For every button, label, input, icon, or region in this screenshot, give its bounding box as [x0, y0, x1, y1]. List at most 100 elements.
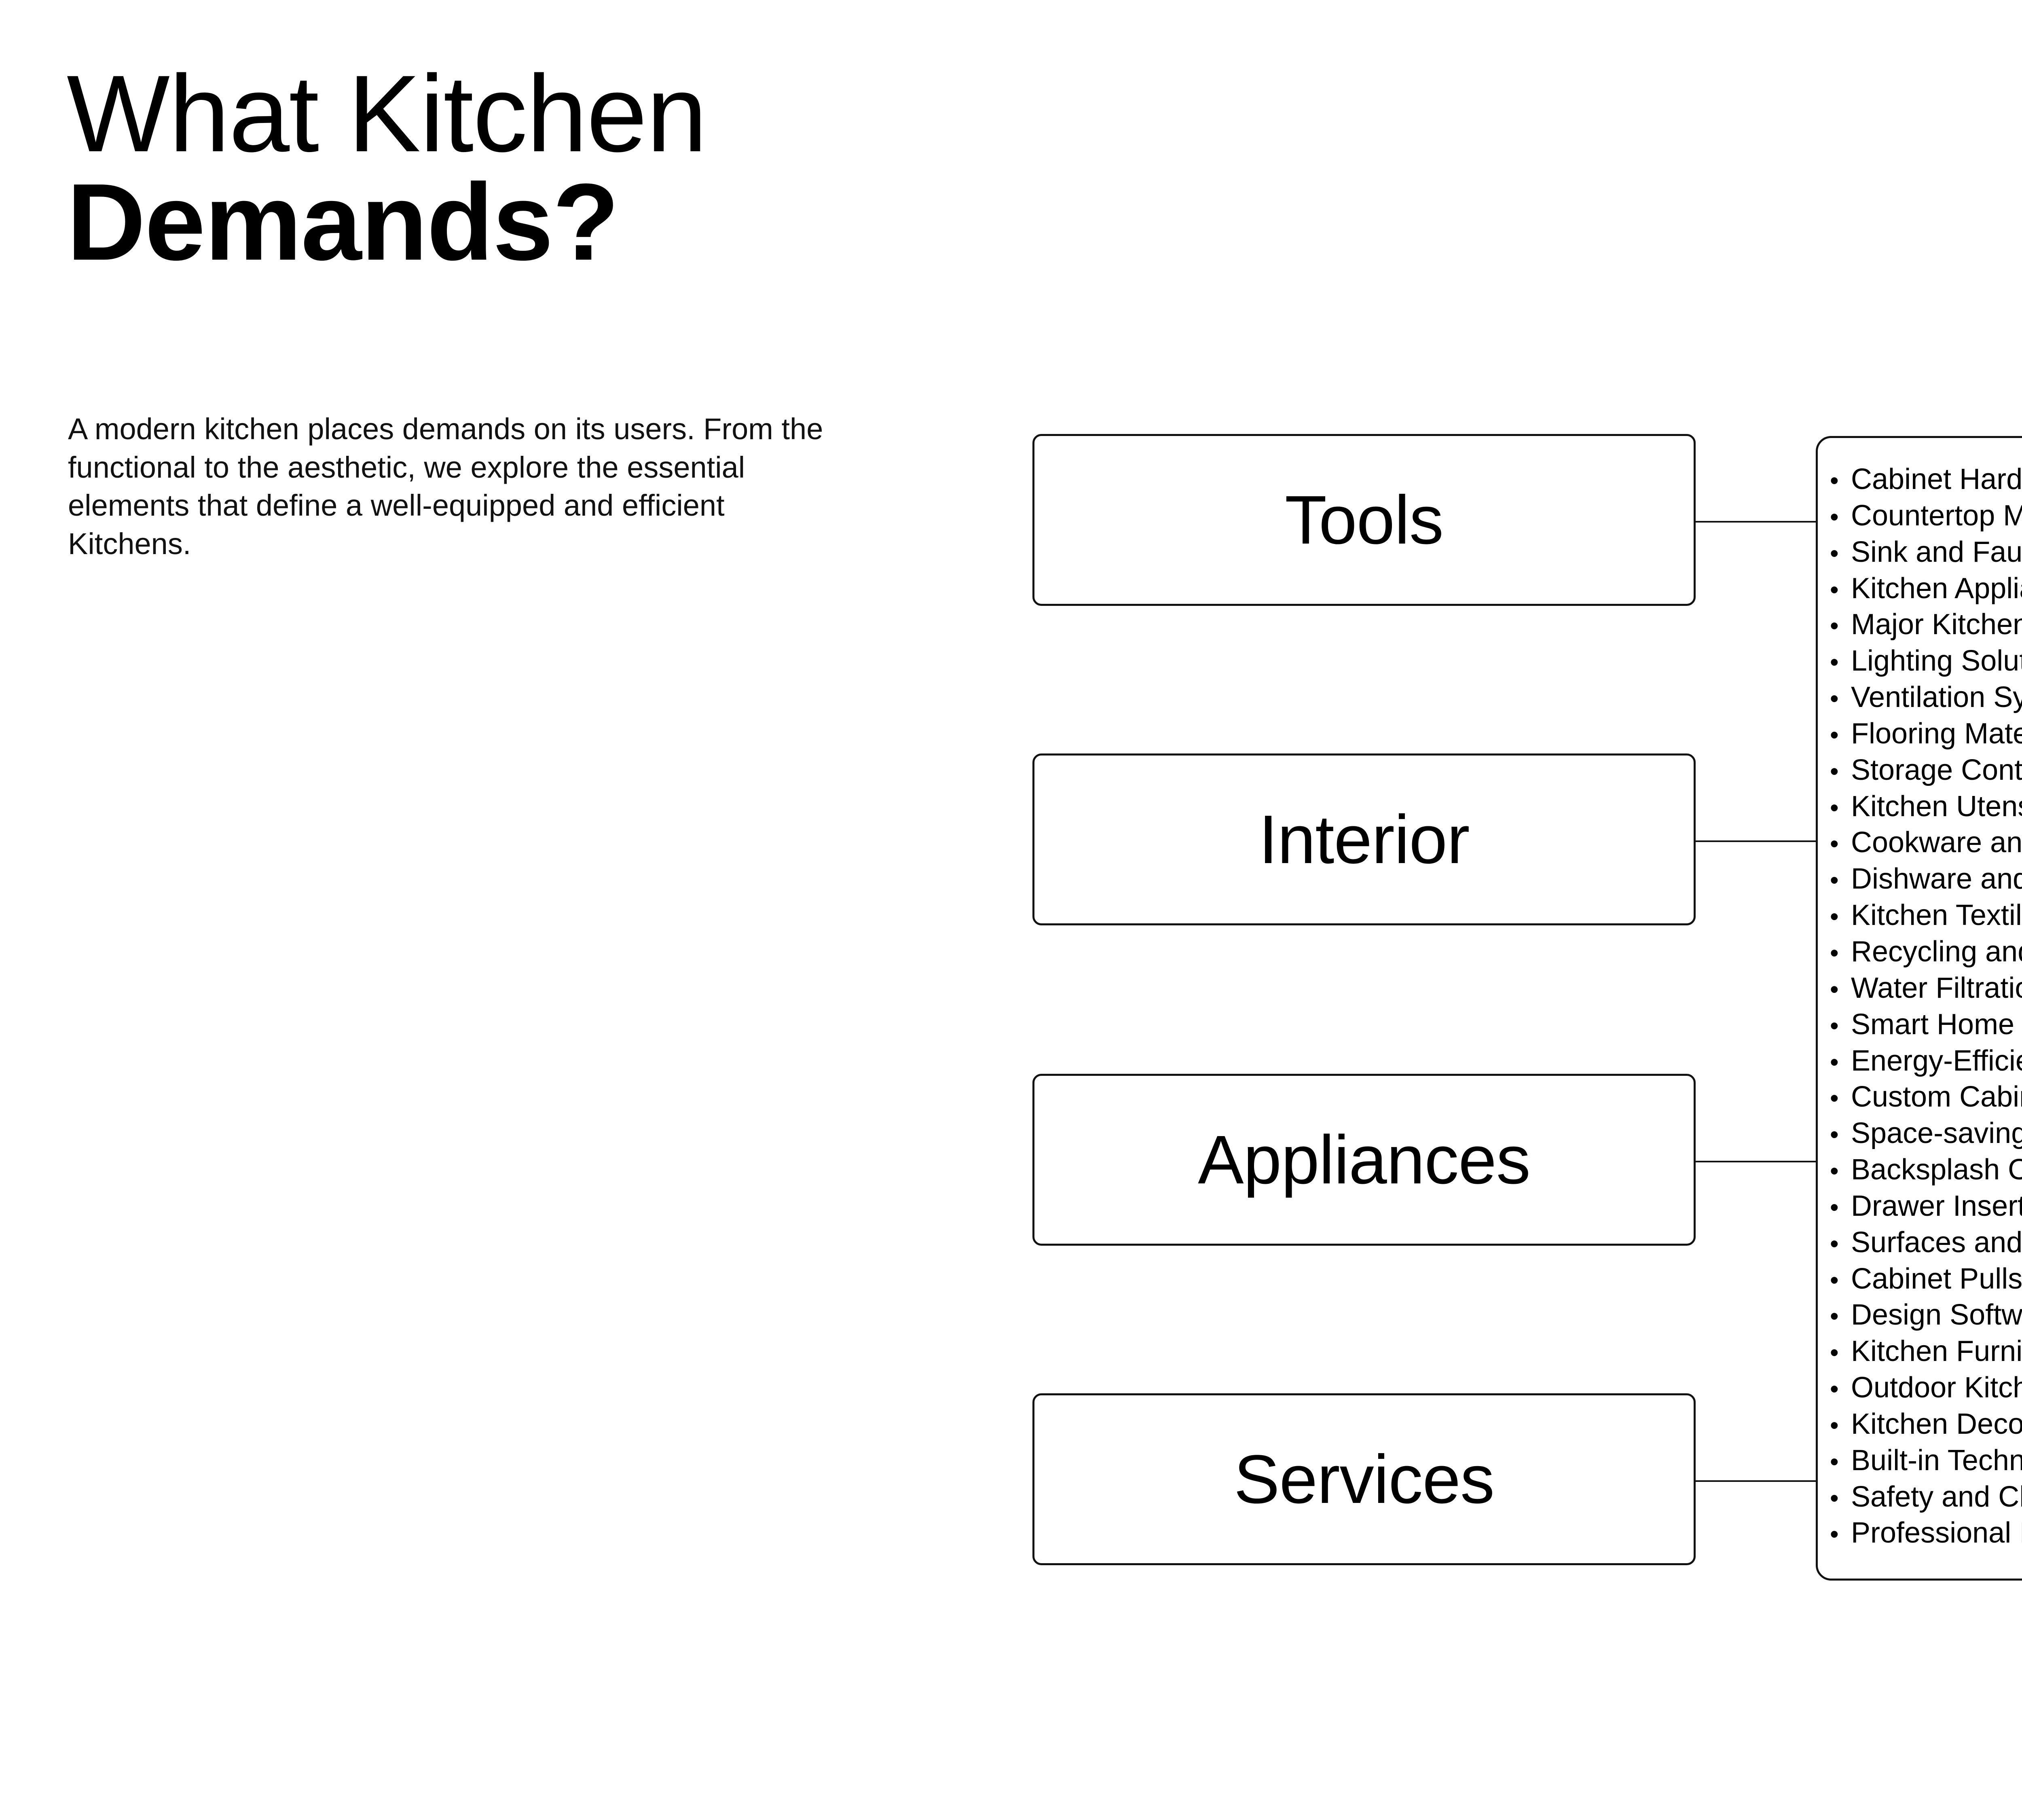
list-item: • Kitchen Furniture (tables, chairs): [1830, 1333, 2022, 1370]
list-item: • Safety and Childproofing Devices: [1830, 1479, 2022, 1515]
items-list: •Cabinet Hardware•Countertop Materials•S…: [1830, 461, 2022, 1551]
list-item-label: Kitchen Decor and Art: [1851, 1407, 2022, 1440]
bullet-dot-icon: •: [1830, 612, 1839, 640]
list-item: • Backsplash Options: [1830, 1152, 2022, 1188]
intro-paragraph: A modern kitchen places demands on its u…: [68, 412, 823, 561]
list-item-label: Cabinet Hardware: [1851, 463, 2022, 495]
list-item-label: Space-saving Solutions: [1851, 1117, 2022, 1150]
list-item-label: Built-in Technology (smart fridges, etc.…: [1851, 1444, 2022, 1477]
bullet-dot-icon: •: [1830, 830, 1839, 858]
connector-services-to-list: [1694, 1480, 1818, 1482]
list-item-label: Kitchen Utensils and Tools: [1851, 790, 2022, 823]
list-item: • Kitchen Textiles (towels, aprons): [1830, 897, 2022, 934]
list-item: • Lighting Solutions: [1830, 643, 2022, 679]
list-item-label: Drawer Inserts and Dividers: [1851, 1189, 2022, 1222]
bullet-dot-icon: •: [1830, 1157, 1839, 1185]
bullet-dot-icon: •: [1830, 1193, 1839, 1221]
bullet-dot-icon: •: [1830, 1339, 1839, 1367]
category-box-appliances[interactable]: Appliances: [1032, 1074, 1696, 1246]
bullet-dot-icon: •: [1830, 1012, 1839, 1040]
list-item: • Kitchen Utensils and Tools: [1830, 789, 2022, 825]
list-item-label: Lighting Solutions: [1851, 645, 2022, 677]
page-title: What Kitchen Demands?: [67, 53, 916, 283]
category-label: Appliances: [1198, 1121, 1531, 1198]
bullet-dot-icon: •: [1830, 685, 1839, 713]
bullet-dot-icon: •: [1830, 1484, 1839, 1512]
list-item-label: Sink and Faucet Systems: [1851, 535, 2022, 568]
title-line-primary: What Kitchen: [67, 53, 707, 175]
list-item-label: Kitchen Textiles (towels, aprons): [1851, 899, 2022, 932]
list-item-label: Professional Installation Services: [1851, 1517, 2022, 1549]
category-box-services[interactable]: Services: [1032, 1393, 1696, 1565]
title-line-secondary: Demands?: [67, 161, 619, 283]
bullet-dot-icon: •: [1830, 939, 1839, 967]
list-item-label: Smart Home Integration: [1851, 1008, 2022, 1041]
list-item: • Cookware and Bakeware: [1830, 825, 2022, 861]
list-item-label: Storage Containers and Organizers: [1851, 753, 2022, 786]
list-item: • Smart Home Integration: [1830, 1007, 2022, 1043]
list-item: •Recycling and Waste Management: [1830, 934, 2022, 970]
bullet-dot-icon: •: [1830, 467, 1839, 495]
list-item-label: Backsplash Options: [1851, 1153, 2022, 1186]
list-item: • Professional Installation Services: [1830, 1515, 2022, 1551]
category-label: Tools: [1285, 481, 1444, 559]
list-item-label: Ventilation Systems: [1851, 681, 2022, 714]
connector-tools-to-list: [1694, 521, 1818, 523]
list-item: • Kitchen Appliances (small): [1830, 571, 2022, 607]
list-item: • Storage Containers and Organizers: [1830, 752, 2022, 789]
list-item: • Sink and Faucet Systems: [1830, 534, 2022, 571]
bullet-dot-icon: •: [1830, 866, 1839, 895]
bullet-dot-icon: •: [1830, 576, 1839, 604]
list-item-label: Energy-Efficient Solutions: [1851, 1044, 2022, 1077]
bullet-dot-icon: •: [1830, 1266, 1839, 1294]
list-item: • Cabinet Hardware: [1830, 461, 2022, 498]
list-item: • Space-saving Solutions: [1830, 1115, 2022, 1152]
list-item: •Countertop Materials: [1830, 498, 2022, 534]
list-item-label: Outdoor Kitchen Equipment: [1851, 1371, 2022, 1404]
list-item: •Design Software and Tools: [1830, 1297, 2022, 1333]
bullet-dot-icon: •: [1830, 1448, 1839, 1476]
bullet-dot-icon: •: [1830, 903, 1839, 931]
category-box-tools[interactable]: Tools: [1032, 434, 1696, 606]
list-item: • Ventilation Systems: [1830, 679, 2022, 716]
bullet-dot-icon: •: [1830, 1121, 1839, 1149]
category-box-interior[interactable]: Interior: [1032, 753, 1696, 925]
list-item-label: Custom Cabinetry: [1851, 1081, 2022, 1113]
connector-interior-to-list: [1694, 840, 1818, 842]
list-item: • Water Filtration Systems: [1830, 970, 2022, 1007]
bullet-dot-icon: •: [1830, 757, 1839, 785]
list-item: • Drawer Inserts and Dividers: [1830, 1188, 2022, 1225]
list-item: • Dishware and Cutlery: [1830, 861, 2022, 897]
list-item: • Built-in Technology (smart fridges, etc…: [1830, 1443, 2022, 1479]
list-item-label: Cabinet Pulls and Handles: [1851, 1262, 2022, 1295]
bullet-dot-icon: •: [1830, 1520, 1839, 1549]
list-item: • Cabinet Pulls and Handles: [1830, 1261, 2022, 1297]
list-item-label: Countertop Materials: [1851, 499, 2022, 532]
bullet-dot-icon: •: [1830, 539, 1839, 567]
list-item-label: Kitchen Furniture (tables, chairs): [1851, 1335, 2022, 1368]
bullet-dot-icon: •: [1830, 648, 1839, 677]
list-item: • Outdoor Kitchen Equipment: [1830, 1370, 2022, 1406]
list-item: • Major Kitchen Appliances (large): [1830, 607, 2022, 643]
bullet-dot-icon: •: [1830, 1411, 1839, 1439]
list-item: • Surfaces and Finishes: [1830, 1225, 2022, 1261]
list-item-label: Surfaces and Finishes: [1851, 1226, 2022, 1259]
list-item-label: Safety and Childproofing Devices: [1851, 1480, 2022, 1513]
bullet-dot-icon: •: [1830, 1375, 1839, 1403]
list-item-label: Cookware and Bakeware: [1851, 826, 2022, 859]
list-item-label: Kitchen Appliances (small): [1851, 572, 2022, 605]
category-label: Services: [1234, 1441, 1495, 1518]
bullet-dot-icon: •: [1830, 794, 1839, 822]
list-item-label: Flooring Materials: [1851, 717, 2022, 750]
bullet-dot-icon: •: [1830, 721, 1839, 749]
list-item-label: Design Software and Tools: [1851, 1299, 2022, 1331]
list-item-label: Major Kitchen Appliances (large): [1851, 608, 2022, 641]
list-item: • Flooring Materials: [1830, 716, 2022, 752]
bullet-dot-icon: •: [1830, 1230, 1839, 1258]
connector-appliances-to-list: [1694, 1161, 1818, 1162]
list-item-label: Dishware and Cutlery: [1851, 863, 2022, 895]
bullet-dot-icon: •: [1830, 975, 1839, 1003]
bullet-dot-icon: •: [1830, 1048, 1839, 1076]
list-item-label: Water Filtration Systems: [1851, 971, 2022, 1004]
